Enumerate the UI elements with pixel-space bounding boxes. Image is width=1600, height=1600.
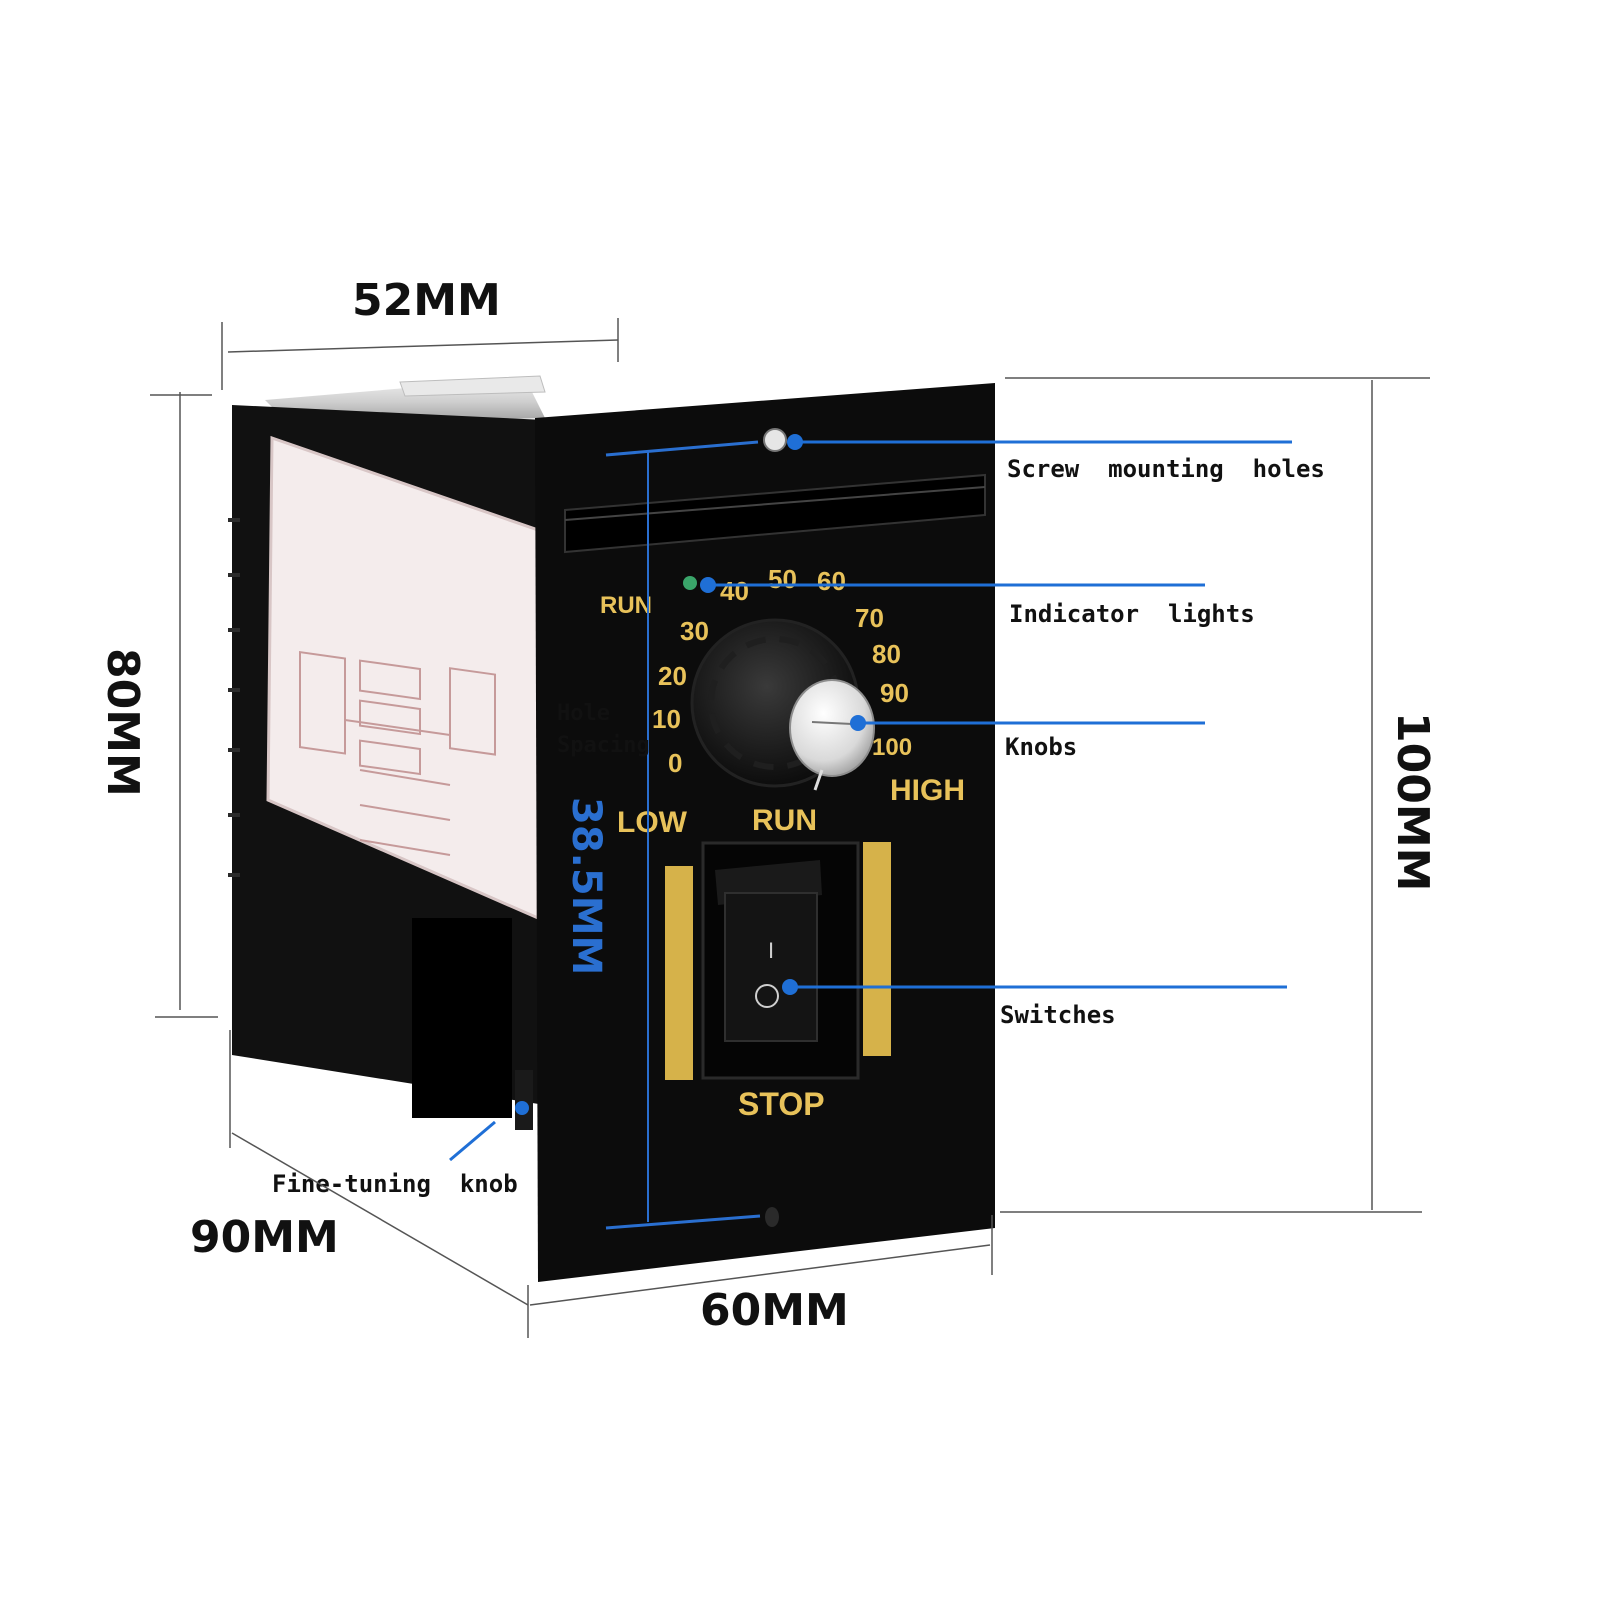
fine-tuning-knob [515, 1101, 529, 1115]
hole-spacing-value: 38.5MM [563, 797, 609, 975]
fine-tuning-block [412, 918, 512, 1118]
brass-strip-left [665, 866, 693, 1080]
dial-mark-70: 70 [855, 603, 884, 633]
hole-spacing-callout-line2: Spacing [557, 733, 650, 758]
front-panel: RUN 0 10 20 30 40 50 60 70 80 90 100 LOW… [535, 383, 995, 1282]
switch-on-symbol: I [768, 938, 774, 963]
dimension-depth: 90MM [190, 1212, 339, 1263]
dimension-lines [150, 318, 1430, 1338]
dial-mark-100: 100 [872, 734, 912, 761]
dimension-front-height: 100MM [1387, 712, 1438, 891]
run-indicator-label: RUN [600, 592, 652, 619]
knobs-callout: Knobs [1005, 733, 1077, 761]
stop-label: STOP [738, 1086, 825, 1122]
bottom-mounting-hole [765, 1207, 779, 1227]
top-mounting-hole [763, 428, 787, 452]
dial-mark-80: 80 [872, 639, 901, 669]
controller-body-side [228, 375, 546, 1130]
dial-mark-90: 90 [880, 678, 909, 708]
dimension-top-width: 52MM [352, 275, 501, 326]
wiring-label-sticker [266, 435, 540, 921]
dial-mark-30: 30 [680, 616, 709, 646]
run-indicator-light [683, 576, 697, 590]
switches-callout: Switches [1000, 1001, 1116, 1029]
dimension-side-height: 80MM [97, 648, 148, 797]
callout-dots [700, 434, 866, 995]
dimension-bottom-width: 60MM [700, 1285, 849, 1336]
dial-mark-10: 10 [652, 704, 681, 734]
dial-mark-50: 50 [768, 564, 797, 594]
rocker-switch[interactable]: I [701, 841, 860, 1080]
speed-dial-scale: 0 10 20 30 40 50 60 70 80 90 100 [652, 564, 912, 778]
hole-spacing-callout-line1: Hole [557, 701, 610, 726]
low-label: LOW [617, 806, 688, 839]
housing-ridges [228, 518, 240, 877]
brass-strip-right [863, 842, 891, 1056]
dial-mark-40: 40 [720, 576, 749, 606]
dial-mark-60: 60 [817, 566, 846, 596]
callout-lines [449, 440, 1292, 1162]
run-label: RUN [752, 804, 817, 837]
indicator-lights-callout: Indicator lights [1009, 600, 1255, 628]
fine-tuning-knob-callout: Fine-tuning knob [272, 1170, 518, 1198]
dial-mark-0: 0 [668, 748, 682, 778]
hole-spacing-dimension: 38.5MM [563, 440, 761, 1230]
high-label: HIGH [890, 774, 965, 807]
speed-knob[interactable] [690, 618, 875, 791]
switch-off-symbol [755, 984, 779, 1008]
dial-mark-20: 20 [658, 661, 687, 691]
screw-mounting-holes-callout: Screw mounting holes [1007, 455, 1325, 483]
